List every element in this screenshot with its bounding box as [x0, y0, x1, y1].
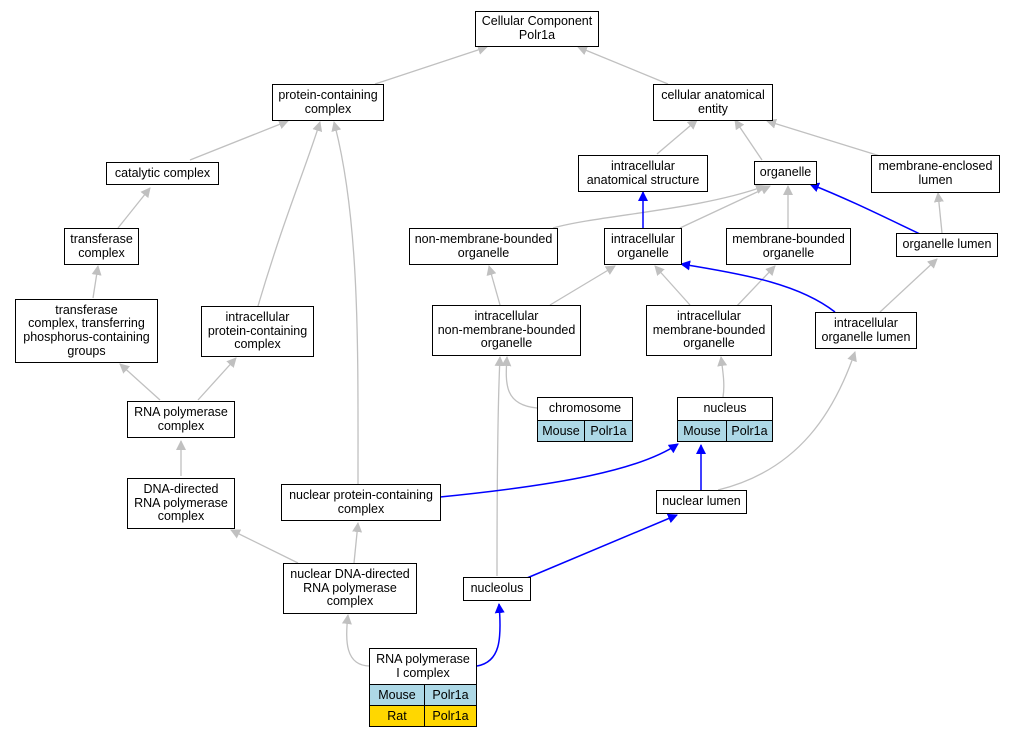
- node-intracellular-organelle-lumen[interactable]: intracellular organelle lumen: [815, 312, 917, 349]
- edge: [734, 265, 776, 309]
- node-intracellular-protein-containing-complex[interactable]: intracellular protein-containing complex: [201, 306, 314, 357]
- edge: [656, 119, 698, 155]
- node-rna-polymerase-i-complex[interactable]: RNA polymerase I complex: [369, 648, 477, 685]
- node-nucleolus[interactable]: nucleolus: [463, 577, 531, 601]
- edge: [549, 265, 616, 306]
- edge: [679, 185, 771, 229]
- edge-highlight: [476, 603, 505, 667]
- edge-highlight: [809, 182, 921, 235]
- node-rna-polymerase-complex[interactable]: RNA polymerase complex: [127, 401, 235, 438]
- node-transferase-complex[interactable]: transferase complex: [64, 228, 139, 265]
- rnapi-species-mouse: Mouse: [369, 684, 425, 706]
- edge: [486, 265, 501, 306]
- edge: [189, 119, 289, 161]
- chromosome-gene-polr1a: Polr1a: [584, 420, 633, 442]
- node-intracellular-membrane-bounded-organelle[interactable]: intracellular membrane-bounded organelle: [646, 305, 772, 356]
- rnapi-species-rat: Rat: [369, 705, 425, 727]
- node-cellular-anatomical-entity[interactable]: cellular anatomical entity: [653, 84, 773, 121]
- node-nuclear-dna-directed-rna-polymerase-complex[interactable]: nuclear DNA-directed RNA polymerase comp…: [283, 563, 417, 614]
- edge: [717, 356, 728, 398]
- edge: [374, 45, 488, 85]
- edge: [501, 356, 538, 409]
- node-dna-directed-rna-polymerase-complex[interactable]: DNA-directed RNA polymerase complex: [127, 478, 235, 529]
- node-nuclear-protein-containing-complex[interactable]: nuclear protein-containing complex: [281, 484, 441, 521]
- edge: [119, 363, 161, 401]
- edge: [91, 265, 102, 299]
- edge: [197, 357, 237, 401]
- edge: [230, 529, 299, 564]
- edge: [766, 118, 881, 157]
- node-non-membrane-bounded-organelle[interactable]: non-membrane-bounded organelle: [409, 228, 558, 265]
- edge: [717, 351, 857, 491]
- edge-highlight: [526, 513, 678, 579]
- node-protein-containing-complex[interactable]: protein-containing complex: [272, 84, 384, 121]
- node-catalytic-complex[interactable]: catalytic complex: [106, 162, 219, 185]
- node-membrane-bounded-organelle[interactable]: membrane-bounded organelle: [726, 228, 851, 265]
- nucleus-species-mouse: Mouse: [677, 420, 727, 442]
- node-organelle-lumen[interactable]: organelle lumen: [896, 233, 998, 257]
- edge: [552, 184, 766, 229]
- node-chromosome[interactable]: chromosome: [537, 397, 633, 421]
- edge: [654, 265, 691, 306]
- edge: [879, 258, 938, 313]
- edge: [933, 192, 944, 234]
- rnapi-gene-polr1a-mouse: Polr1a: [424, 684, 477, 706]
- edge-highlight: [439, 443, 679, 498]
- node-nuclear-lumen[interactable]: nuclear lumen: [656, 490, 747, 514]
- node-intracellular-anatomical-structure[interactable]: intracellular anatomical structure: [578, 155, 708, 192]
- edge: [352, 522, 363, 564]
- node-cellular-component[interactable]: Cellular Component Polr1a: [475, 11, 599, 47]
- node-nucleus[interactable]: nucleus: [677, 397, 773, 421]
- node-intracellular-non-membrane-bounded-organelle[interactable]: intracellular non-membrane-bounded organ…: [432, 305, 581, 356]
- chromosome-species-mouse: Mouse: [537, 420, 585, 442]
- node-organelle[interactable]: organelle: [754, 161, 817, 185]
- edge: [577, 45, 669, 85]
- edge: [117, 187, 151, 229]
- edge: [494, 356, 505, 577]
- edge-highlight: [680, 260, 836, 313]
- edge: [257, 121, 323, 307]
- edge: [331, 121, 359, 485]
- edge: [734, 119, 763, 161]
- edge: [341, 614, 371, 667]
- node-intracellular-organelle[interactable]: intracellular organelle: [604, 228, 682, 265]
- rnapi-gene-polr1a-rat: Polr1a: [424, 705, 477, 727]
- nucleus-gene-polr1a: Polr1a: [726, 420, 773, 442]
- node-transferase-complex-phospho[interactable]: transferase complex, transferring phosph…: [15, 299, 158, 363]
- node-membrane-enclosed-lumen[interactable]: membrane-enclosed lumen: [871, 155, 1000, 193]
